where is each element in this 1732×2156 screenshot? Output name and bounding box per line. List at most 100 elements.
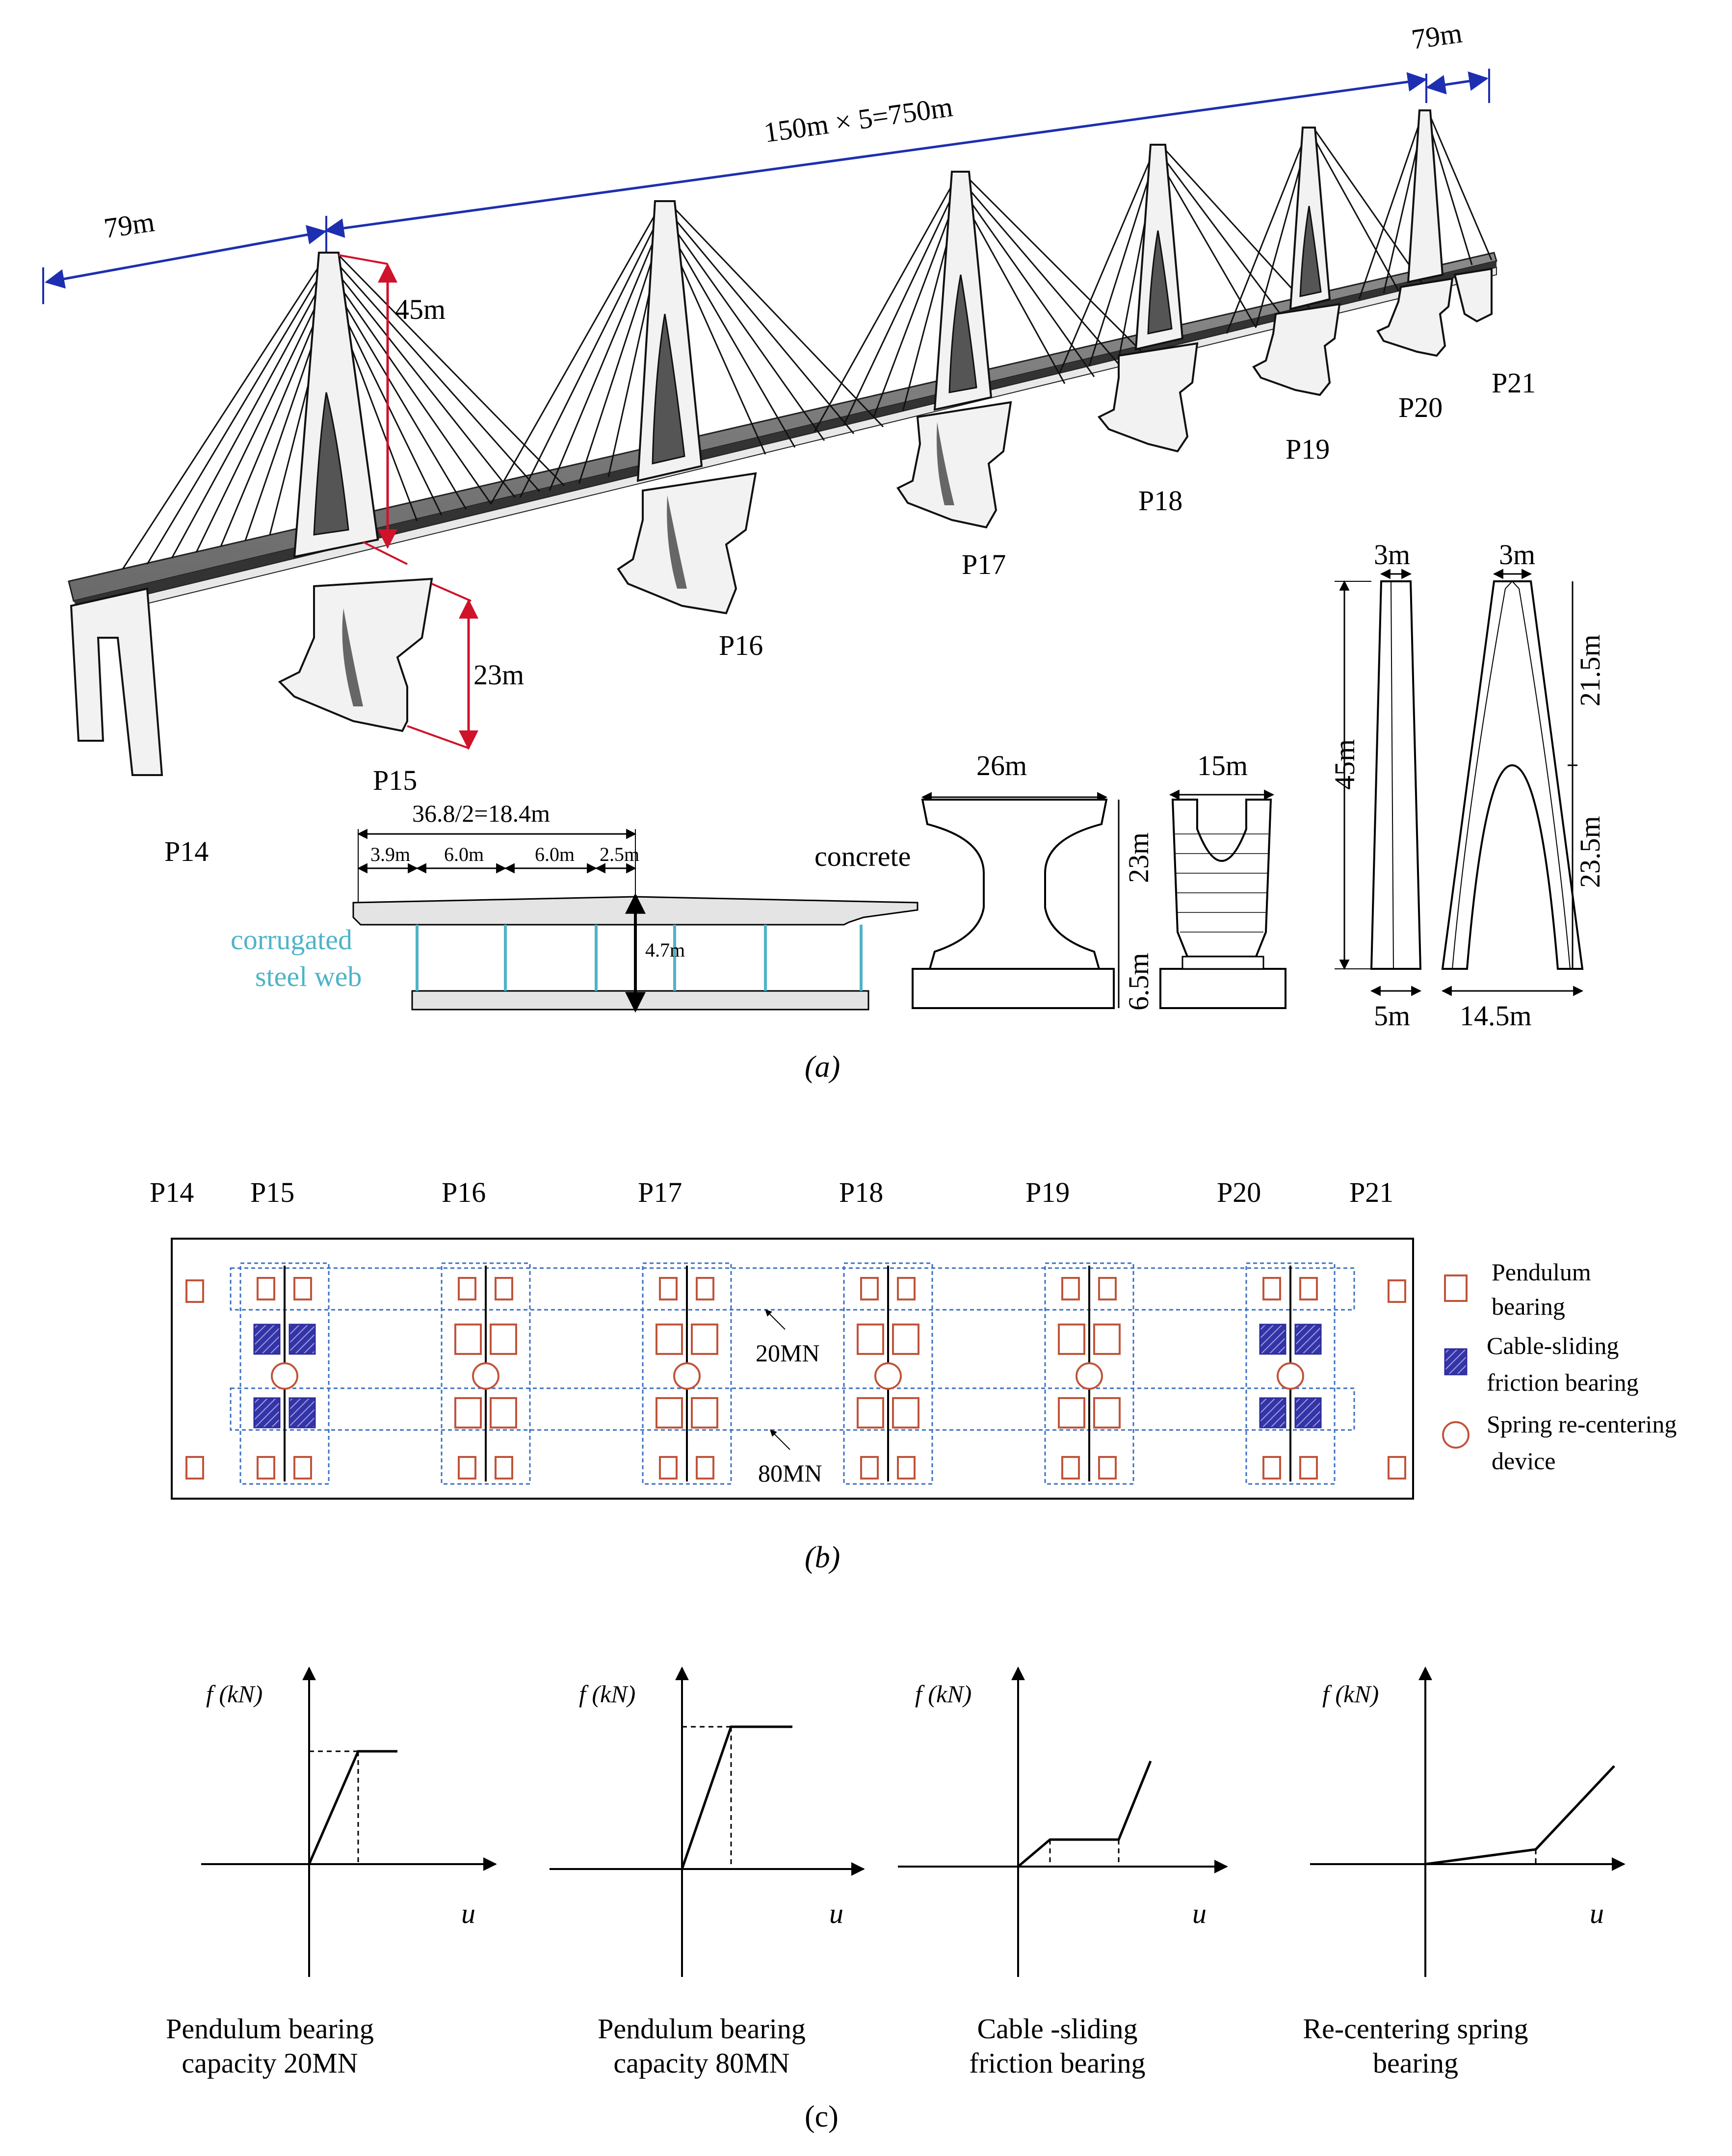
spring-re-centering-device: [271, 1362, 298, 1390]
force-displacement-curve: [681, 1725, 792, 1870]
plan-group-outline: [1245, 1262, 1336, 1485]
fd-caption-line1: Pendulum bearing: [598, 2013, 806, 2045]
legend-spring-symbol: [1442, 1421, 1470, 1449]
tower-p19: [1226, 127, 1424, 334]
web-label-line1: corrugated: [231, 924, 352, 956]
pendulum-bearing-20mn: [257, 1456, 275, 1480]
pendulum-bearing-20mn: [293, 1277, 312, 1300]
bridge-deck: [68, 252, 1497, 620]
tower-upper: 21.5m: [1574, 634, 1606, 706]
pier-detail-front: concrete 26m 23m 6.5m: [814, 750, 1155, 1011]
caption-a: (a): [805, 1050, 840, 1084]
dimension-right-span: 79m: [1410, 17, 1490, 103]
pendulum-bearing-80mn: [1093, 1397, 1121, 1429]
fd-xlabel: u: [1192, 1897, 1207, 1929]
fd-caption-line2: capacity 20MN: [182, 2047, 358, 2079]
pendulum-bearing-80mn: [656, 1397, 683, 1429]
cable-sliding-friction-bearing: [289, 1397, 316, 1429]
plan-pier-p14: P14: [150, 1176, 194, 1208]
fd-caption-line2: capacity 80MN: [613, 2047, 789, 2079]
fd-caption-line1: Cable -sliding: [977, 2013, 1137, 2045]
pier-label-p16: P16: [719, 629, 763, 661]
pendulum-bearing-20mn: [495, 1456, 513, 1480]
dim-left-span-label: 79m: [102, 206, 157, 244]
fd-ylabel: f (kN): [1322, 1680, 1379, 1708]
caption-b: (b): [805, 1541, 840, 1574]
pendulum-bearing-80mn: [892, 1324, 919, 1355]
tower-top-front: 3m: [1499, 539, 1535, 571]
plan-group-1: [239, 1262, 330, 1485]
pier-label-p14: P14: [164, 835, 209, 867]
pendulum-bearing-20mn: [257, 1277, 275, 1300]
tower-height: 45m: [1329, 739, 1361, 790]
pendulum-bearing-20mn: [1299, 1456, 1318, 1480]
pendulum-bearing-80mn: [454, 1324, 482, 1355]
legend-spring-line1: Spring re-centering: [1487, 1410, 1677, 1438]
plan-group-4: [843, 1262, 933, 1485]
pendulum-bearing-20mn: [860, 1277, 879, 1300]
pendulum-bearing-80mn: [857, 1397, 884, 1429]
pier-p20: [1376, 277, 1454, 357]
dim-total-label: 150m × 5=750m: [762, 91, 955, 149]
pier-label-p20: P20: [1398, 391, 1443, 423]
plan-pier-p16: P16: [442, 1176, 486, 1208]
fd-ylabel: f (kN): [915, 1680, 971, 1708]
pendulum-bearing-80mn: [490, 1397, 517, 1429]
fd-xlabel: u: [829, 1897, 843, 1929]
plan-pier-p17: P17: [638, 1176, 682, 1208]
tower-base-side: 5m: [1374, 1000, 1410, 1032]
tower-p17: [814, 171, 1154, 432]
panel-a: 150m × 5=750m 79m 79m: [42, 17, 1606, 1084]
section-width-4: 2.5m: [600, 843, 639, 865]
pier-label-p18: P18: [1138, 485, 1182, 517]
pier-base-height: 6.5m: [1123, 953, 1155, 1011]
plan-frame: [171, 1238, 1414, 1500]
fd-xlabel: u: [461, 1897, 475, 1929]
cable-sliding-friction-bearing: [1294, 1397, 1322, 1429]
pendulum-bearing-20mn: [458, 1456, 476, 1480]
plan-group-outline: [239, 1262, 330, 1485]
cable-sliding-friction-bearing: [253, 1324, 281, 1355]
pendulum-bearing-20mn: [458, 1277, 476, 1300]
pier-p15: [278, 577, 433, 732]
tower-p16: [490, 200, 884, 505]
plan-pier-p19: P19: [1025, 1176, 1070, 1208]
cable-sliding-friction-bearing: [1294, 1324, 1322, 1355]
deck-cross-section: 36.8/2=18.4m 3.9m 6.0m 6.0m 2.5m: [231, 800, 918, 1013]
label-80mn: 80MN: [758, 1459, 822, 1487]
pier-p16: [617, 472, 757, 615]
spring-re-centering-device: [1277, 1362, 1304, 1390]
pendulum-bearing-20mn: [1262, 1456, 1281, 1480]
pendulum-bearing-20mn: [696, 1456, 714, 1480]
pendulum-bearing-80mn: [454, 1397, 482, 1429]
pendulum-bearing-20mn: [860, 1456, 879, 1480]
tower-detail: 3m 3m 45m 21.5m 23.5m 5m 14.5m: [1329, 539, 1606, 1032]
dim-pier-height-label: 23m: [473, 659, 524, 691]
section-depth: 4.7m: [645, 939, 685, 961]
legend-pendulum-line1: Pendulum: [1492, 1258, 1591, 1286]
section-width-1: 3.9m: [370, 843, 410, 865]
cable-sliding-friction-bearing: [1259, 1397, 1286, 1429]
fd-caption-line1: Pendulum bearing: [166, 2013, 374, 2045]
panel-b: P14 P15 P16 P17 P18 P19 P20 P21 20MN 80M…: [150, 1176, 1677, 1574]
pendulum-bearing-80mn: [490, 1324, 517, 1355]
section-width-2: 6.0m: [444, 843, 484, 865]
dim-tower-height-label: 45m: [395, 293, 446, 325]
pier-label-p15: P15: [373, 764, 417, 796]
pier-p21: [1453, 267, 1493, 323]
fd-caption-line1: Re-centering spring: [1303, 2013, 1528, 2045]
section-half-width: 36.8/2=18.4m: [412, 800, 550, 827]
pendulum-bearing-80mn: [691, 1324, 718, 1355]
pendulum-bearing-80mn: [691, 1397, 718, 1429]
tower-p18: [1059, 144, 1316, 373]
pier-p17: [896, 401, 1012, 529]
pier-p14: [70, 587, 163, 776]
pendulum-bearing-80mn: [892, 1397, 919, 1429]
legend-cable-line2: friction bearing: [1487, 1369, 1639, 1396]
fd-caption-line2: friction bearing: [969, 2047, 1145, 2079]
pendulum-bearing-20mn: [293, 1456, 312, 1480]
